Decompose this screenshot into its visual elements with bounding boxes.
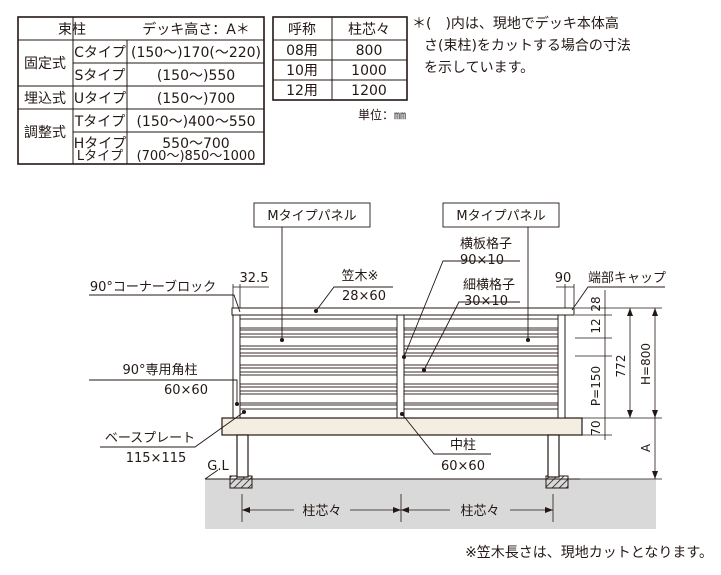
gl-label: G.L [207, 459, 229, 474]
dim-70: 70 [589, 420, 603, 435]
ground [205, 479, 656, 529]
dim-a: A [639, 443, 653, 452]
table2-name-12: 12用 [286, 83, 318, 99]
unit-label: 単位：㎜ [358, 107, 406, 122]
dim-32-5: 32.5 [240, 271, 269, 286]
table2-name-10: 10用 [286, 63, 318, 79]
bottom-note: ※笠木長さは、現地カットとなります。 [465, 545, 713, 561]
table1-type-c: Cタイプ [74, 45, 126, 61]
dimension-lines [232, 284, 662, 522]
dim-28: 28 [589, 296, 603, 311]
dimension-arrows [242, 308, 658, 513]
footing-right [545, 475, 569, 489]
base-plate-label: ベースプレート [105, 431, 195, 446]
fence-slats [239, 318, 559, 410]
note-line-2: さ(束柱)をカットする場合の寸法 [424, 38, 631, 54]
corner-block-label: 90°コーナーブロック [90, 279, 216, 295]
table1-group-fixed: 固定式 [24, 56, 66, 72]
panel-right-label: Mタイプパネル [456, 209, 545, 224]
table1-type-l: Lタイプ [77, 149, 123, 164]
table1-type-t: Tタイプ [74, 114, 126, 130]
table2-value-08: 800 [356, 43, 383, 59]
note-line-1: ＊( )内は、現地でデッキ本体高 [412, 15, 619, 32]
table1-type-u: Uタイプ [74, 91, 126, 107]
panel-left-label: Mタイプパネル [267, 209, 356, 224]
post-size: 60×60 [164, 383, 208, 398]
table1-header-height: デッキ高さ：A＊ [142, 21, 250, 38]
pitch-label-right: 柱芯々 [460, 504, 499, 519]
leader-lines [89, 202, 665, 480]
table2-value-10: 1000 [351, 63, 387, 79]
table1-height-u: (150〜)700 [157, 91, 235, 107]
table1-group-buried: 埋込式 [24, 91, 66, 107]
end-cap-label: 端部キャップ [588, 271, 666, 286]
dim-p150: P=150 [589, 366, 603, 406]
thin-slat-size: 30×10 [464, 294, 508, 309]
kasagi-size: 28×60 [342, 289, 386, 304]
horizontal-slat-size: 90×10 [460, 253, 504, 268]
table2-name-08: 08用 [286, 43, 318, 59]
table1-height-h: 550〜700 [162, 136, 229, 152]
table1-height-t: (150〜)400〜550 [136, 114, 255, 130]
base-plate-size: 115×115 [126, 451, 187, 466]
pitch-label-left: 柱芯々 [302, 504, 341, 519]
table1-height-l: (700〜)850〜1000 [137, 149, 256, 164]
deck-height-table [17, 16, 265, 165]
dim-772: 772 [614, 355, 628, 378]
end-cap-width: 90 [555, 271, 572, 286]
thin-slat-label: 細横格子 [463, 277, 515, 293]
table1-height-c: (150〜)170(〜220) [131, 45, 261, 61]
dim-12: 12 [589, 318, 603, 333]
horizontal-slat-label: 横板格子 [460, 236, 512, 252]
pitch-table [272, 16, 408, 101]
center-post-size: 60×60 [441, 459, 485, 474]
deck [221, 417, 583, 478]
kasagi-label: 笠木※ [342, 269, 379, 284]
table1-type-s: Sタイプ [75, 68, 126, 84]
table2-value-12: 1200 [351, 83, 387, 99]
table1-header-post: 束柱 [58, 22, 86, 38]
post-label: 90°専用角柱 [122, 363, 197, 378]
note-line-3: を示しています。 [424, 60, 534, 76]
dim-h800: H=800 [639, 343, 653, 385]
table1-height-s: (150〜)550 [157, 68, 235, 84]
footing-left [229, 475, 253, 489]
table2-header-name: 呼称 [288, 22, 316, 38]
table1-group-adjustable: 調整式 [24, 125, 66, 141]
table1-type-h: Hタイプ [74, 136, 127, 152]
center-post-label: 中柱 [450, 438, 476, 453]
table2-header-pitch: 柱芯々 [348, 22, 390, 38]
fence [231, 307, 575, 419]
